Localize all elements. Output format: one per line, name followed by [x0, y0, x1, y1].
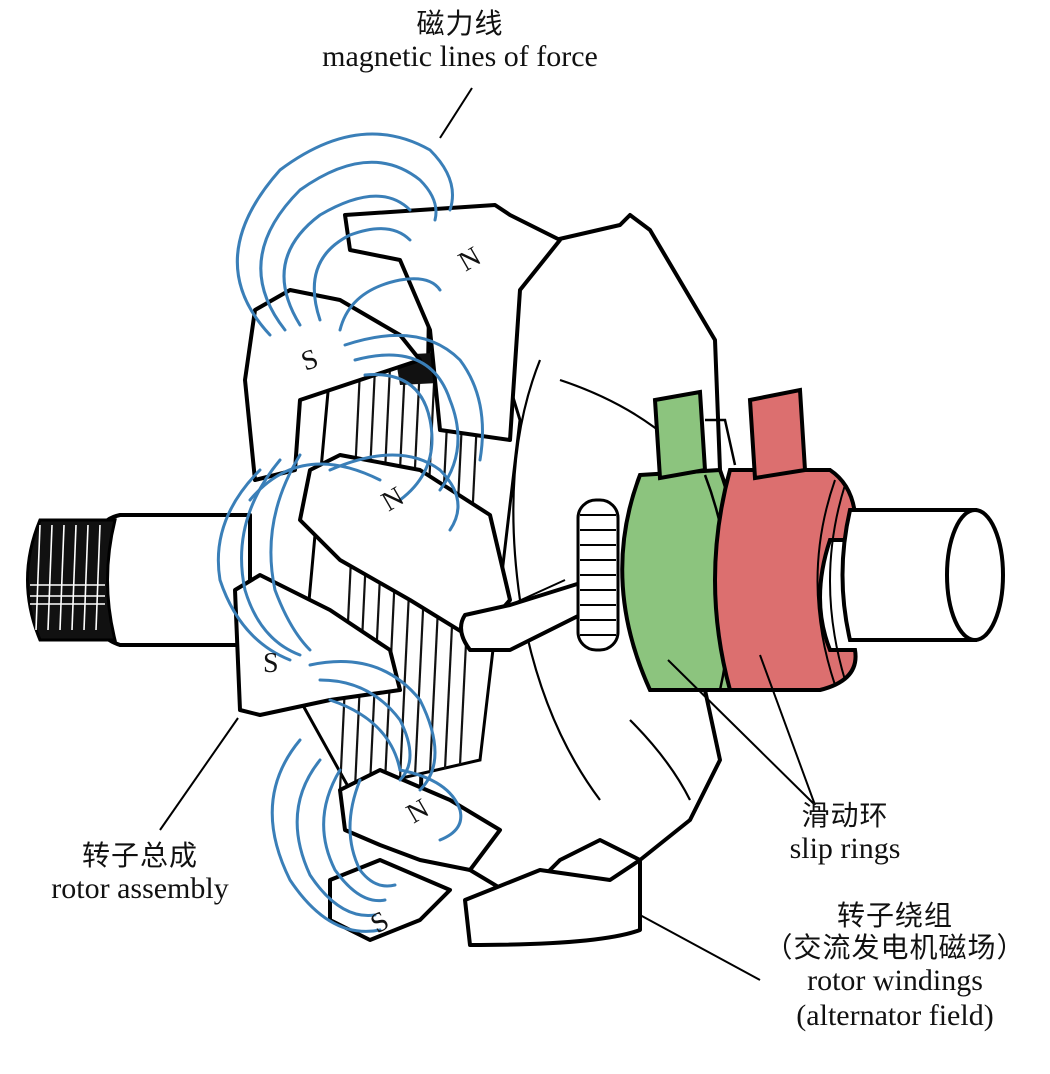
label-slip-rings-zh: 滑动环 [801, 799, 889, 832]
pole-mid-s [233, 573, 402, 717]
label-rotor-assembly-zh: 转子总成 [81, 839, 198, 872]
claw-poles [233, 203, 642, 947]
label-rotor-windings: 转子绕组 （交流发电机磁场） rotor windings (alternato… [745, 899, 1045, 1033]
label-magnetic-lines-en: magnetic lines of force [322, 40, 598, 74]
pole-top-n [343, 203, 562, 442]
left-shaft [26, 513, 252, 647]
label-rotor-windings-en: rotor windings [807, 964, 983, 998]
slip-ring-red [713, 468, 858, 692]
label-rotor-windings-zh: 转子绕组 [836, 899, 953, 932]
magnetic-flux-lines [216, 132, 484, 933]
pole-bot-n [338, 768, 502, 872]
label-rotor-windings-en-sub: (alternator field) [796, 998, 994, 1032]
label-rotor-assembly: 转子总成 rotor assembly [20, 839, 260, 907]
pole-bot-back [463, 858, 642, 947]
pole-label: S [263, 648, 279, 679]
slip-ring-assembly [509, 387, 1005, 692]
label-magnetic-lines-zh: 磁力线 [416, 7, 504, 40]
label-magnetic-lines: 磁力线 magnetic lines of force [300, 7, 620, 75]
label-slip-rings: 滑动环 slip rings [760, 799, 930, 867]
label-rotor-assembly-en: rotor assembly [51, 872, 229, 906]
leader-lines [159, 87, 816, 981]
label-rotor-windings-zh-sub: （交流发电机磁场） [764, 931, 1026, 965]
brush-green [652, 389, 708, 481]
brush-red [747, 387, 808, 481]
label-slip-rings-en: slip rings [789, 832, 901, 866]
right-shaft [840, 508, 977, 642]
